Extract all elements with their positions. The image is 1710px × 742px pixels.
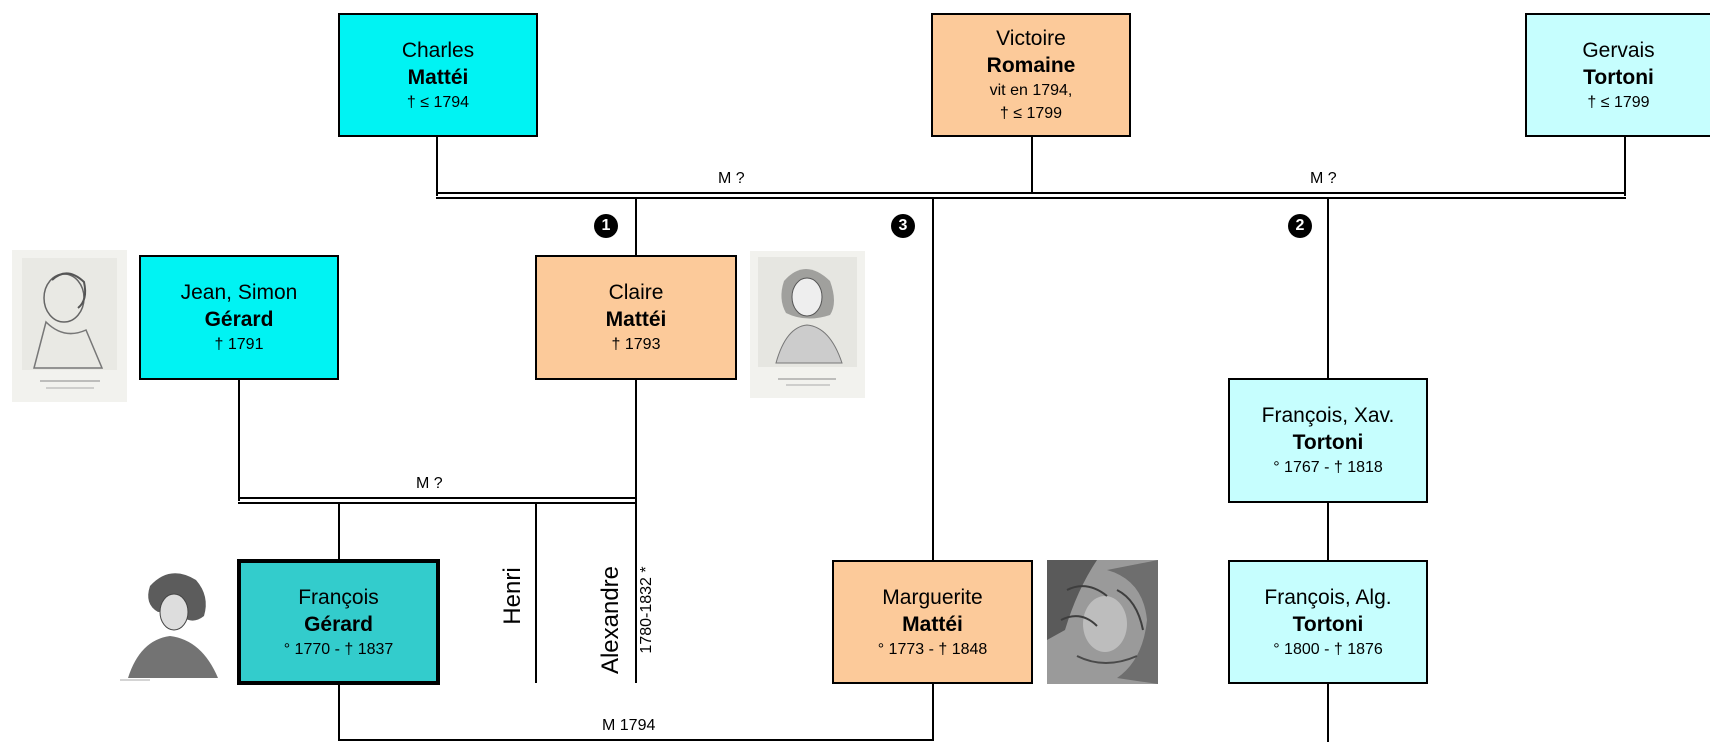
marriage-line-top — [436, 192, 1626, 199]
person-victoire-romaine[interactable]: Victoire Romaine vit en 1794, † ≤ 1799 — [931, 13, 1131, 137]
surname: Tortoni — [1292, 612, 1364, 636]
portrait-francois-gerard — [110, 560, 230, 685]
given-name: François — [298, 585, 379, 609]
dates: ° 1773 - † 1848 — [877, 640, 988, 658]
given-name: Victoire — [996, 27, 1066, 50]
gervais-drop-line — [1624, 136, 1626, 196]
dates: † 1793 — [611, 336, 661, 353]
dates: † ≤ 1799 — [1587, 93, 1650, 111]
dates: vit en 1794, — [989, 82, 1073, 99]
dates: † ≤ 1794 — [406, 93, 470, 111]
francois-gerard-down-line — [338, 683, 340, 741]
surname: Tortoni — [1292, 431, 1364, 454]
child-alexandre: Alexandre — [597, 565, 624, 675]
charles-drop-line — [436, 136, 438, 196]
dates: ° 1770 - † 1837 — [283, 640, 394, 658]
person-charles-mattei[interactable]: Charles Mattéi † ≤ 1794 — [338, 13, 538, 137]
surname: Romaine — [986, 54, 1076, 77]
portrait-claire-mattei — [750, 251, 865, 398]
jean-drop-line — [238, 379, 240, 501]
surname: Gérard — [204, 308, 274, 331]
person-francois-alg-tortoni[interactable]: François, Alg. Tortoni ° 1800 - † 1876 — [1228, 560, 1428, 684]
tortoni-link-line — [1327, 502, 1329, 561]
given-name: Marguerite — [882, 585, 983, 609]
person-francois-gerard[interactable]: François Gérard ° 1770 - † 1837 — [237, 559, 440, 685]
given-name: François, Xav. — [1261, 404, 1395, 427]
henri-line — [535, 504, 537, 683]
surname: Mattéi — [407, 65, 469, 89]
francois-gerard-drop-line — [338, 504, 340, 561]
dates: † 1791 — [214, 336, 264, 353]
surname: Mattéi — [902, 612, 963, 636]
person-francois-xav-tortoni[interactable]: François, Xav. Tortoni ° 1767 - † 1818 — [1228, 378, 1428, 503]
given-name: Jean, Simon — [180, 281, 298, 304]
badge-three: 3 — [891, 214, 915, 238]
francois-xav-drop-line — [1327, 199, 1329, 379]
child-henri: Henri — [499, 567, 526, 625]
marriage-line-jean-claire — [238, 497, 637, 504]
claire-drop-line — [635, 199, 637, 255]
marriage-line-bottom — [338, 739, 934, 741]
dates: ° 1767 - † 1818 — [1273, 459, 1383, 476]
child-alexandre-dates: 1780-1832 * — [638, 566, 655, 654]
badge-one: 1 — [594, 214, 618, 238]
marriage-label-victoire-gervais: M ? — [1310, 170, 1337, 187]
marriage-label-francois-marguerite: M 1794 — [602, 717, 656, 734]
marguerite-down-line — [932, 683, 934, 741]
person-gervais-tortoni[interactable]: Gervais Tortoni † ≤ 1799 — [1525, 13, 1710, 137]
claire-down-line — [635, 379, 637, 683]
marriage-label-charles-victoire: M ? — [718, 170, 745, 187]
surname: Mattéi — [605, 308, 667, 331]
person-claire-mattei[interactable]: Claire Mattéi † 1793 — [535, 255, 737, 380]
marriage-label-jean-claire: M ? — [416, 475, 443, 492]
portrait-marguerite-mattei — [1047, 560, 1158, 684]
marguerite-drop-line — [932, 199, 934, 561]
dates-death: † ≤ 1799 — [999, 105, 1063, 122]
badge-two: 2 — [1288, 214, 1312, 238]
given-name: Charles — [401, 38, 475, 62]
person-marguerite-mattei[interactable]: Marguerite Mattéi ° 1773 - † 1848 — [832, 560, 1033, 684]
given-name: Gervais — [1582, 38, 1655, 62]
francois-alg-drop-line — [1327, 683, 1329, 742]
surname: Gérard — [304, 612, 373, 636]
surname: Tortoni — [1583, 65, 1654, 89]
given-name: François, Alg. — [1264, 585, 1392, 609]
person-jean-simon-gerard[interactable]: Jean, Simon Gérard † 1791 — [139, 255, 339, 380]
victoire-drop-line — [1031, 136, 1033, 192]
given-name: Claire — [608, 281, 664, 304]
dates: ° 1800 - † 1876 — [1273, 640, 1383, 658]
portrait-jean-simon-gerard — [12, 250, 127, 402]
